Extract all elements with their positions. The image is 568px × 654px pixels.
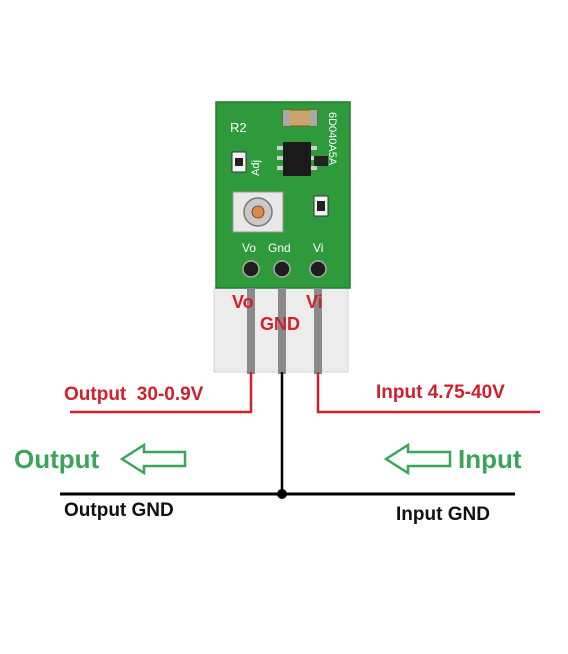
input-gnd-label: Input GND (396, 504, 490, 525)
input-label: Input (458, 444, 522, 474)
input-arrow-icon (383, 442, 452, 476)
silk-pin-gnd: Gnd (268, 241, 291, 255)
pin-label-gnd: GND (260, 314, 300, 334)
output-wire (70, 372, 253, 414)
pad-vi (309, 260, 327, 278)
pad-gnd (273, 260, 291, 278)
input-wire (316, 372, 540, 414)
output-arrow-icon (119, 442, 187, 476)
pad-vo (242, 260, 260, 278)
pin-vo (247, 288, 255, 374)
pin-vi (314, 288, 322, 374)
pin-label-vi: Vi (306, 292, 323, 312)
output-label: Output (14, 444, 100, 474)
output-voltage-label: Output 30-0.9V (64, 384, 204, 405)
smd-component (314, 156, 328, 166)
input-voltage-label: Input 4.75-40V (376, 382, 505, 403)
ic-chip (283, 142, 311, 176)
gnd-junction (277, 489, 287, 499)
silk-model: 6D040A5A (326, 112, 338, 166)
silk-r2: R2 (230, 120, 247, 135)
pin-label-vo: Vo (232, 292, 254, 312)
output-gnd-label: Output GND (64, 500, 174, 521)
silk-pin-vo: Vo (242, 241, 257, 255)
pin-gnd (278, 288, 286, 374)
silk-pin-vi: Vi (313, 241, 324, 255)
silk-adj: Adj (250, 160, 262, 176)
